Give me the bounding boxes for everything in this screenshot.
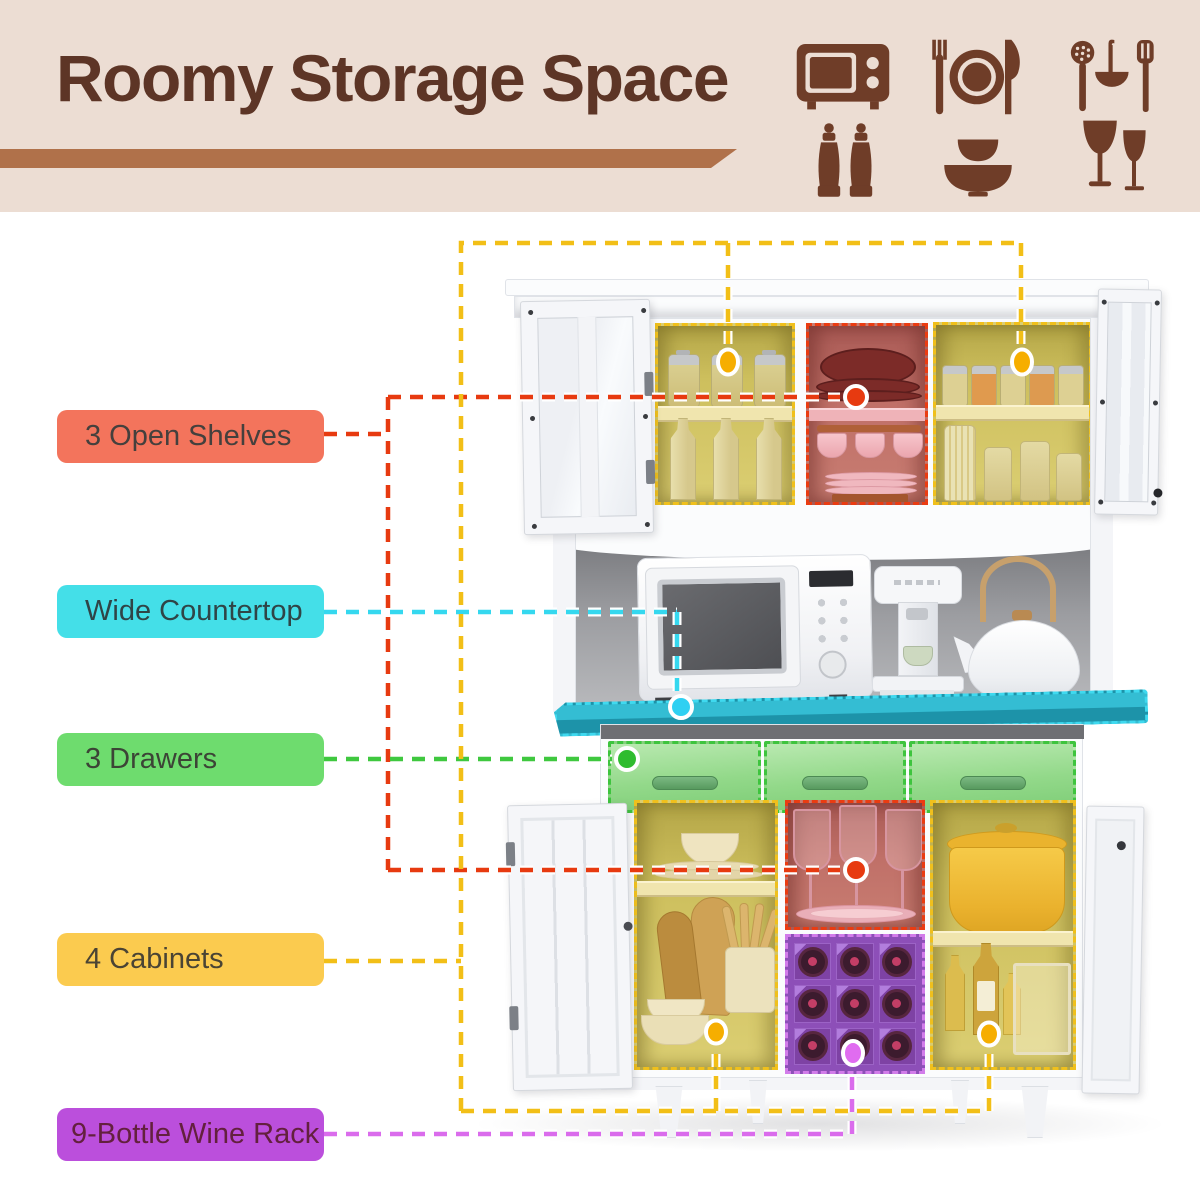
wine-glass — [884, 809, 922, 921]
jar — [1056, 453, 1082, 501]
line-halos — [324, 238, 1026, 1139]
shelf — [933, 931, 1073, 947]
wine-rack-lines — [324, 1068, 855, 1137]
floor-shadow — [470, 1096, 1170, 1152]
dinner-plate-icon — [925, 36, 1025, 118]
header-band: Roomy Storage Space — [0, 0, 1200, 212]
bottom-right-cabinet-compartment — [930, 800, 1076, 1070]
callout-wide-countertop: Wide Countertop — [57, 585, 324, 638]
bottom-middle-open-shelf — [785, 800, 925, 930]
open-shelf-marker-dot — [843, 384, 869, 410]
wine-bottle — [839, 988, 870, 1019]
wine-bottle — [797, 946, 828, 977]
callout-drawers: 3 Drawers — [57, 733, 324, 786]
yellow-pot-body — [949, 847, 1065, 933]
wine-bottle — [797, 988, 828, 1019]
mug-rack-bar — [817, 425, 921, 432]
jar — [1029, 365, 1055, 407]
open-shelf-marker-dot — [843, 857, 869, 883]
under-counter-shadow — [601, 725, 1084, 739]
teapot — [960, 554, 1086, 702]
hutch-crown — [505, 279, 1149, 296]
wine-rack — [785, 934, 925, 1074]
wine-glasses-icon — [1072, 118, 1152, 200]
jar — [942, 365, 968, 407]
cabinet-marker-dot — [977, 1020, 1001, 1048]
teapot-body — [968, 620, 1080, 702]
wine-rack-cubby — [794, 1027, 832, 1065]
wine-rack-cubby — [836, 943, 874, 981]
drawer-handle — [802, 776, 868, 790]
cabinets-lines — [324, 240, 1024, 1114]
cabinet-marker-dot — [704, 1018, 728, 1046]
top-middle-open-shelf — [806, 323, 928, 505]
oil-bottle — [945, 955, 965, 1031]
wine-rack-cubby — [878, 1027, 916, 1065]
callout-wine-rack: 9-Bottle Wine Rack — [57, 1108, 324, 1161]
shelf — [637, 881, 775, 897]
salt-pepper-mills-icon — [805, 120, 885, 200]
utensil-crock — [725, 947, 775, 1013]
jar — [984, 447, 1012, 501]
countertop-marker-dot — [668, 694, 694, 720]
cabinet-marker-dot — [1010, 347, 1034, 377]
cabinet-marker-dot — [716, 347, 740, 377]
page-title: Roomy Storage Space — [56, 41, 730, 115]
shelf — [936, 405, 1089, 421]
espresso-cup — [903, 646, 933, 666]
microwave-icon — [795, 38, 891, 118]
product-scene — [0, 212, 1200, 1200]
wine-rack-cubby — [836, 985, 874, 1023]
espresso-group-head — [906, 608, 928, 620]
title-underline-bar — [0, 149, 737, 168]
wine-rack-cubby — [878, 985, 916, 1023]
wine-rack-cubby — [794, 943, 832, 981]
bowls-icon — [928, 138, 1028, 198]
wine-bottle — [797, 1031, 828, 1062]
pink-shelf — [809, 408, 925, 421]
pink-cup — [893, 433, 923, 458]
kitchen-utensils-icon — [1065, 34, 1157, 118]
mixing-bowl — [641, 1015, 709, 1045]
pink-cup — [817, 433, 847, 458]
wine-bottle — [882, 988, 913, 1019]
jar — [1058, 365, 1084, 407]
pink-cup — [855, 433, 885, 458]
pink-plate — [810, 908, 904, 919]
yellow-pot-knob — [995, 823, 1017, 833]
jar — [1020, 441, 1050, 501]
wine-bottle — [882, 946, 913, 977]
callout-cabinets: 4 Cabinets — [57, 933, 324, 986]
callout-open-shelves: 3 Open Shelves — [57, 410, 324, 463]
drawer-handle — [651, 776, 718, 790]
wine-rack-cubby — [878, 943, 916, 981]
wine-rack-cubby — [794, 985, 832, 1023]
open-shelves-lines — [324, 394, 840, 873]
wood-stand — [832, 494, 908, 502]
callout-markers — [614, 347, 1034, 1067]
espresso-logo — [894, 580, 940, 585]
top-left-cabinet-compartment — [655, 323, 795, 505]
countertop-lines — [324, 609, 680, 694]
spaghetti-jar — [944, 425, 976, 501]
top-right-cabinet-compartment — [933, 322, 1092, 505]
acrylic-organizer — [1013, 963, 1071, 1055]
drawer-marker-dot — [614, 746, 640, 772]
drawer-handle — [959, 776, 1026, 790]
teapot-handle — [980, 556, 1056, 622]
wine-bottle — [882, 1031, 913, 1062]
teapot-lid-knob — [1012, 610, 1032, 621]
bottle-label — [977, 981, 995, 1011]
espresso-head — [874, 566, 962, 604]
wine-bottle — [839, 946, 870, 977]
wine-rack-marker-dot — [841, 1039, 865, 1067]
oil-bottle — [1003, 973, 1021, 1035]
